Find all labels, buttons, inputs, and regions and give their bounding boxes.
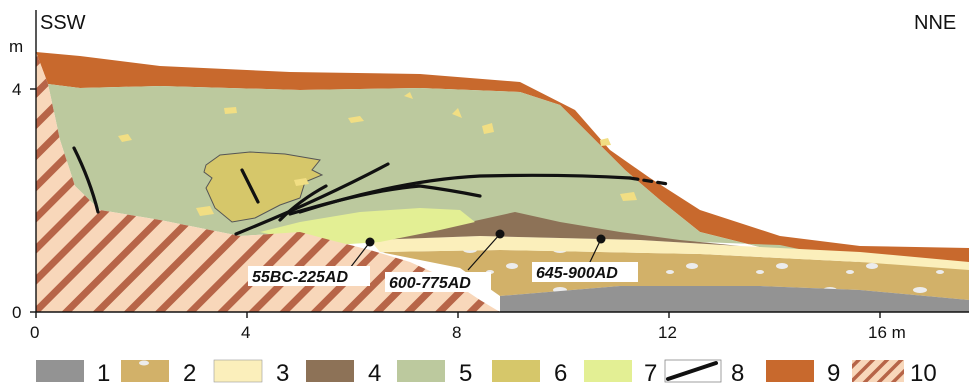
legend-label: 3 [276, 360, 289, 387]
date-label-1: 55BC-225AD [252, 269, 348, 286]
x-tick-label: 8 [452, 323, 461, 342]
y-tick-label: 0 [12, 303, 21, 322]
legend-swatch-3 [214, 360, 262, 382]
legend-swatch-5 [397, 360, 445, 382]
x-tick-label: 12 [658, 323, 677, 342]
x-tick-label: 4 [241, 323, 250, 342]
legend-label: 9 [827, 360, 840, 387]
sample-point [597, 235, 606, 244]
sample-point [366, 238, 375, 247]
legend-label: 6 [554, 360, 567, 387]
legend-swatch-4 [306, 360, 354, 382]
legend-swatch-1 [36, 360, 84, 382]
legend-label: 8 [731, 360, 744, 387]
date-label-2: 600-775AD [389, 275, 471, 292]
y-axis-unit: m [9, 37, 23, 56]
direction-left-label: SSW [40, 12, 86, 34]
legend-label: 4 [368, 360, 381, 387]
legend-swatch-7 [584, 360, 632, 382]
legend-swatch-6 [492, 360, 540, 382]
direction-right-label: NNE [914, 12, 956, 34]
legend-swatch-2 [121, 360, 169, 382]
legend-label: 7 [644, 360, 657, 387]
sample-point [496, 230, 505, 239]
legend-swatch-9 [766, 360, 814, 382]
legend-label: 1 [97, 360, 110, 387]
date-label-3: 645-900AD [536, 265, 618, 282]
legend-swatch-8 [665, 360, 721, 382]
legend-label: 2 [183, 360, 196, 387]
y-tick-label: 4 [12, 80, 21, 99]
legend-label: 10 [910, 360, 937, 387]
x-tick-label: 0 [30, 323, 39, 342]
x-tick-label: 16 m [868, 323, 906, 342]
legend-label: 5 [459, 360, 472, 387]
legend-swatch-10 [852, 360, 904, 382]
section-layers [36, 52, 969, 312]
legend: 1 2 3 4 5 6 7 8 9 10 [36, 360, 937, 387]
